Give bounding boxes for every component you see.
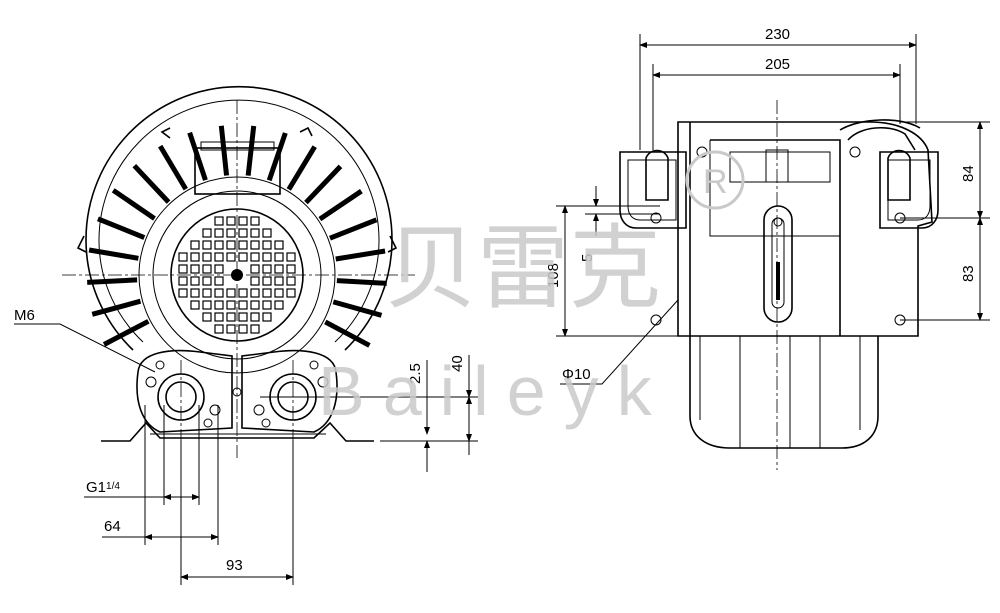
watermark-chinese: 贝雷克 xyxy=(385,215,661,322)
dim-5: 5 xyxy=(579,254,596,262)
dim-84: 84 xyxy=(960,165,977,182)
side-view: 230 205 84 83 108 5 Φ10 xyxy=(545,26,990,470)
dim-230: 230 xyxy=(765,26,790,43)
dim-64: 64 xyxy=(104,518,121,535)
label-m6: M6 xyxy=(14,307,35,324)
label-g1-1-4: G11/4 xyxy=(86,479,120,496)
watermark-latin: Baileyk xyxy=(318,352,670,430)
motor-fan-grille xyxy=(178,216,296,334)
dim-2-5: 2.5 xyxy=(407,363,424,384)
dim-40: 40 xyxy=(449,355,466,372)
cooling-ribs xyxy=(87,125,387,348)
dim-83: 83 xyxy=(960,265,977,282)
dim-205: 205 xyxy=(765,56,790,73)
dim-108: 108 xyxy=(545,263,562,288)
front-view: M6 40 2.5 G11/4 64 93 xyxy=(14,85,478,585)
dim-93: 93 xyxy=(226,557,243,574)
watermark: R 贝雷克 Baileyk xyxy=(318,150,745,430)
watermark-registered-mark: R xyxy=(703,163,728,201)
label-phi-10: Φ10 xyxy=(562,366,591,383)
